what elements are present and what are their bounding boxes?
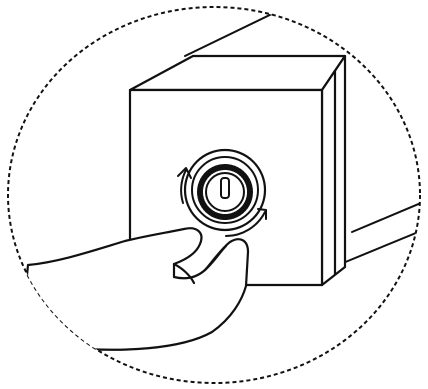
- rotation-arrow: [177, 167, 267, 237]
- wall-lines: [184, 9, 420, 264]
- rotary-knob: [183, 148, 267, 232]
- clipped-scene: [18, 9, 420, 351]
- hand: [18, 227, 250, 351]
- dashed-circle-frame: [7, 6, 421, 384]
- knob-indicator: [220, 177, 230, 199]
